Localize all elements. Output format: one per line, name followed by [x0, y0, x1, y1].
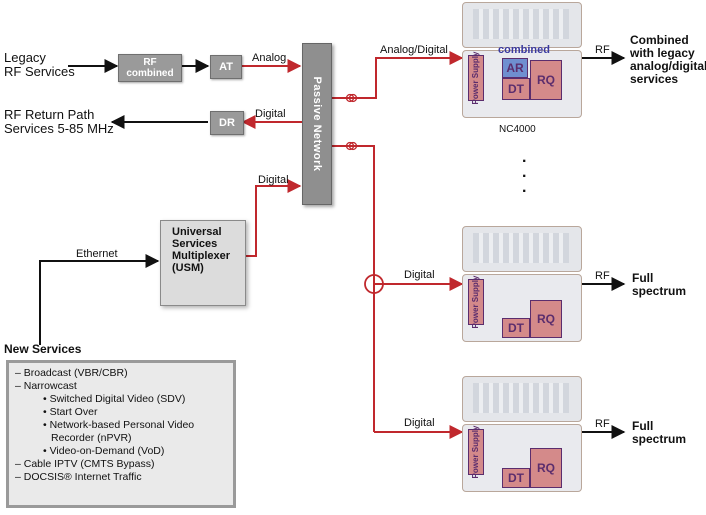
rf-combined-line1: RF	[143, 57, 157, 68]
service-item: • Start Over	[43, 406, 98, 418]
output-2-text: Full spectrum	[632, 272, 686, 298]
digital-node3-label: Digital	[404, 417, 435, 429]
output-3-text: Full spectrum	[632, 420, 686, 446]
usm-line4: (USM)	[172, 262, 204, 274]
new-services-title: New Services	[4, 342, 82, 356]
passive-network: Passive Network	[302, 43, 332, 205]
ellipsis-dot-2: .	[522, 164, 527, 181]
usm-chassis	[160, 220, 246, 306]
output-1-text: Combined with legacy analog/digital serv…	[630, 34, 706, 86]
out1-line4: services	[630, 72, 679, 86]
usm-line3: Multiplexer	[172, 250, 231, 262]
out2-line2: spectrum	[632, 284, 687, 298]
at-box: AT	[210, 55, 242, 79]
out3-line1: Full	[632, 419, 654, 433]
legacy-label-1: Legacy	[4, 50, 46, 65]
rq-module-3: RQ	[530, 448, 562, 488]
usm-line2: Services	[172, 238, 218, 250]
usm-line1: Universal	[172, 226, 222, 238]
dt-module-1: DT	[502, 78, 530, 100]
ellipsis-dot-1: .	[522, 149, 527, 166]
dr-box: DR	[210, 111, 244, 135]
new-services-list: – Broadcast (VBR/CBR) – Narrowcast • Swi…	[6, 360, 236, 508]
service-item: • Switched Digital Video (SDV)	[43, 393, 186, 405]
combined-label: combined	[498, 44, 550, 56]
return-path-label-2: Services 5-85 MHz	[4, 121, 114, 136]
power-supply-2: Power Supply	[468, 276, 484, 328]
ethernet-label: Ethernet	[76, 248, 118, 260]
out1-line2: with legacy	[630, 46, 695, 60]
ar-module: AR	[502, 58, 528, 78]
usm-label: Universal Services Multiplexer (USM)	[172, 226, 230, 274]
rf-out2-label: RF	[595, 270, 610, 282]
service-item: – DOCSIS® Internet Traffic	[15, 471, 142, 483]
nc4000-label: NC4000	[499, 124, 536, 135]
node-nc4000: Power Supply combined AR DT RQ	[462, 2, 582, 118]
digital-usm-label: Digital	[258, 174, 289, 186]
usm-digital-line	[244, 179, 302, 257]
out2-line1: Full	[632, 271, 654, 285]
ethernet-line	[39, 254, 160, 345]
out3-line2: spectrum	[632, 432, 687, 446]
service-item: – Broadcast (VBR/CBR)	[15, 367, 128, 379]
ellipsis-dot-3: .	[522, 179, 527, 196]
service-item: – Cable IPTV (CMTS Bypass)	[15, 458, 155, 470]
out1-line1: Combined	[630, 33, 689, 47]
power-supply-1: Power Supply	[468, 52, 484, 104]
node-2: Power Supply DT RQ	[462, 226, 582, 342]
power-supply-3: Power Supply	[468, 426, 484, 478]
passive-network-label: Passive Network	[311, 76, 323, 172]
return-path-label-1: RF Return Path	[4, 107, 95, 122]
rf-out1-label: RF	[595, 44, 610, 56]
trunk-line	[331, 145, 375, 432]
digital-node2-label: Digital	[404, 269, 435, 281]
digital-dr-label: Digital	[255, 108, 286, 120]
service-item: Recorder (nPVR)	[51, 432, 132, 444]
node-3: Power Supply DT RQ	[462, 376, 582, 492]
service-item: – Narrowcast	[15, 380, 77, 392]
rf-combined-line2: combined	[126, 68, 174, 79]
legacy-label-2: RF Services	[4, 64, 75, 79]
rq-module-2: RQ	[530, 300, 562, 338]
dt-module-2: DT	[502, 318, 530, 338]
rf-out3-label: RF	[595, 418, 610, 430]
out1-line3: analog/digital	[630, 59, 706, 73]
rq-module-1: RQ	[530, 60, 562, 100]
service-item: • Video-on-Demand (VoD)	[43, 445, 165, 457]
service-item: • Network-based Personal Video	[43, 419, 195, 431]
analog-digital-label: Analog/Digital	[380, 44, 448, 56]
analog-label: Analog	[252, 52, 287, 64]
dt-module-3: DT	[502, 468, 530, 488]
rf-combined-box: RF combined	[118, 54, 182, 82]
analog-digital-line	[331, 51, 464, 99]
